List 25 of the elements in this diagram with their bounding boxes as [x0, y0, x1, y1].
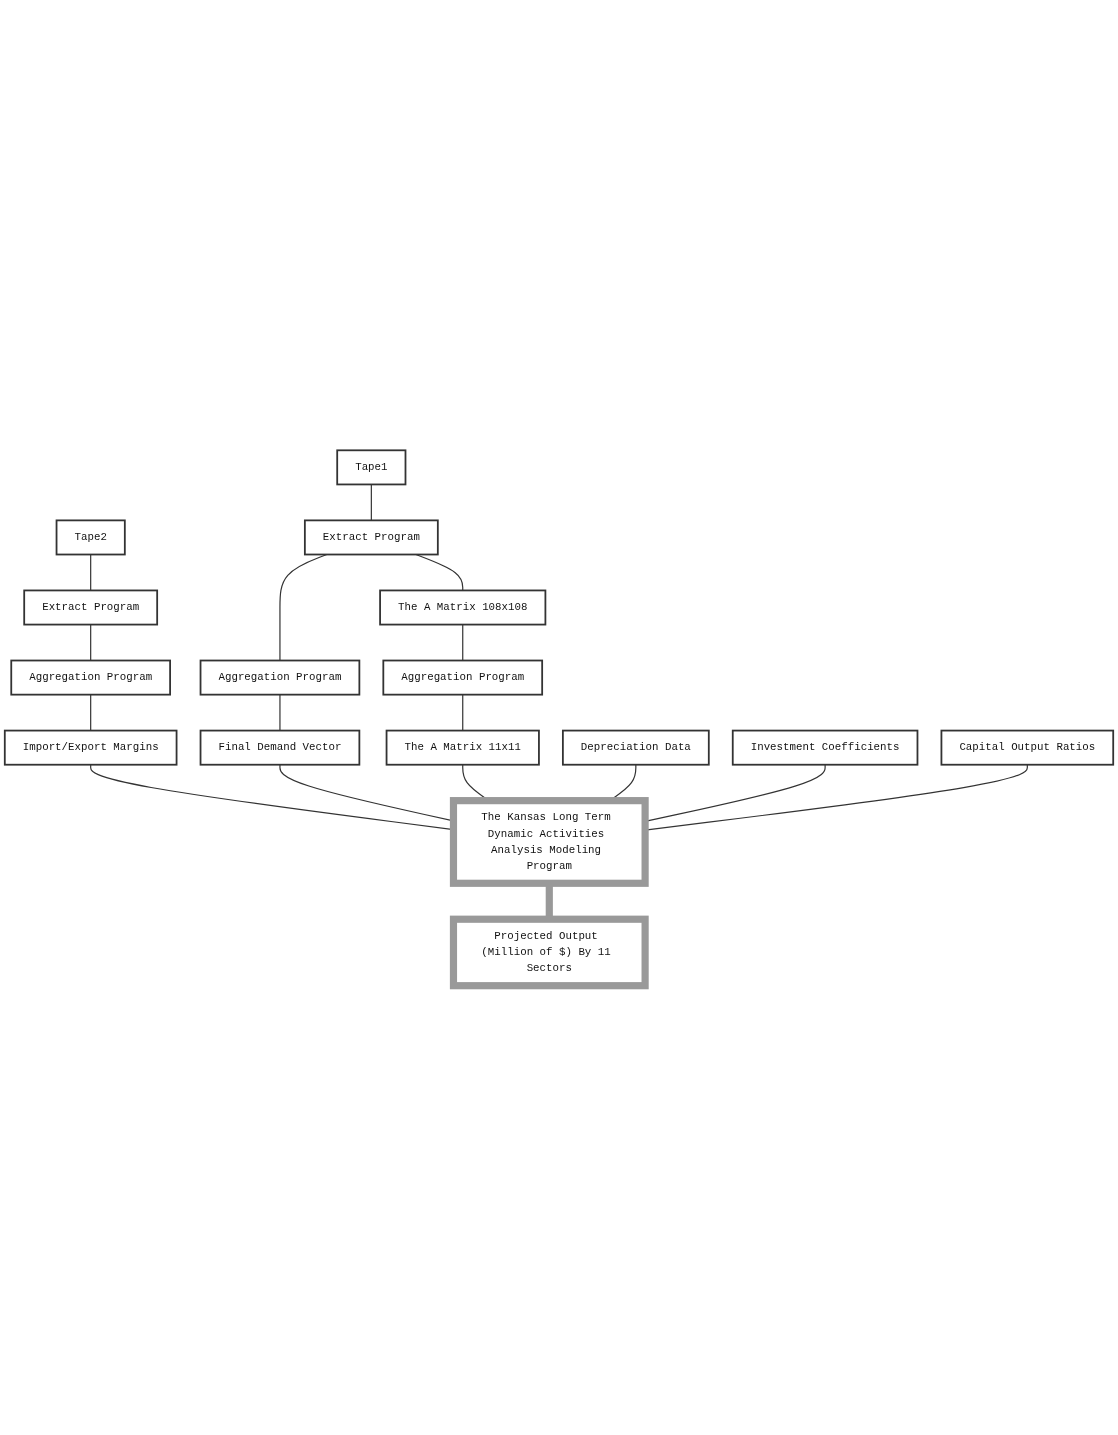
node-box: The A Matrix 11x11 [385, 729, 540, 766]
connector [462, 623, 464, 661]
connector [90, 553, 92, 591]
node-box: Aggregation Program [10, 659, 171, 696]
connector [415, 553, 464, 591]
node-box: Import/Export Margins [3, 729, 178, 766]
connector [279, 553, 328, 661]
node-box: The A Matrix 108x108 [379, 589, 547, 625]
node-box: Extract Program [303, 518, 439, 555]
node-box: Tape1 [336, 448, 407, 485]
connector [462, 693, 464, 731]
node-box: Aggregation Program [382, 659, 544, 696]
node-box: Capital Output Ratios [940, 729, 1115, 766]
node-box: Depreciation Data [562, 729, 710, 766]
node-box: Extract Program [23, 589, 159, 625]
node-box: Investment Coefficients [731, 729, 919, 766]
connector [370, 483, 372, 521]
node-box: Aggregation Program [199, 659, 361, 696]
node-box: Projected Output (Million of $) By 11 Sectors [449, 915, 649, 989]
connector [90, 693, 92, 731]
connector [279, 693, 281, 731]
node-box: Tape2 [55, 518, 126, 555]
node-box: Final Demand Vector [199, 729, 361, 766]
connector [90, 623, 92, 661]
node-box: The Kansas Long Term Dynamic Activities Analysis Modeling Program [449, 796, 649, 887]
